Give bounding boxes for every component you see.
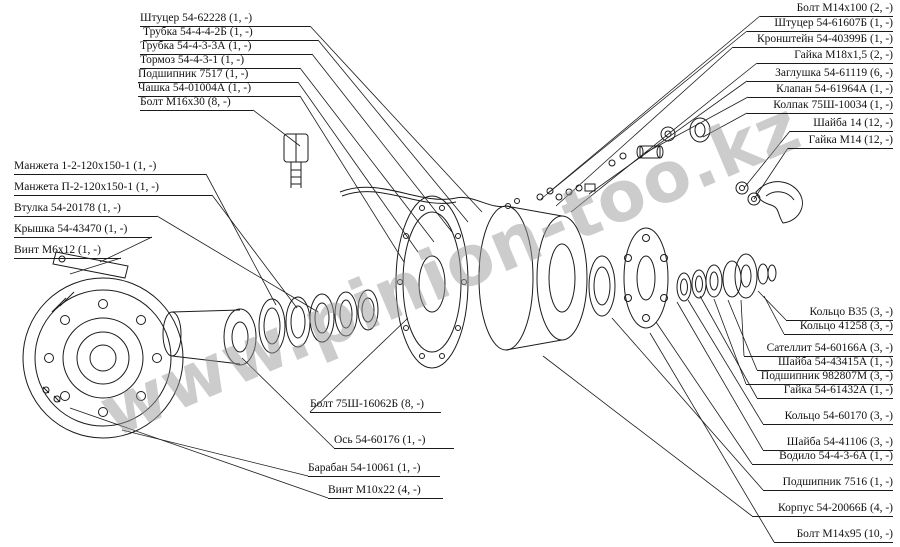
- part-label: Штуцер 54-61607Б (1, -): [747, 17, 893, 32]
- part-label: Тормоз 54-4-3-1 (1, -): [140, 54, 300, 69]
- part-label: Шайба 54-41106 (3, -): [763, 436, 893, 451]
- part-label: Корпус 54-20066Б (4, -): [752, 502, 893, 517]
- part-label: Манжета 1-2-120х150-1 (1, -): [14, 160, 206, 175]
- part-label: Кольцо В35 (3, -): [786, 306, 893, 321]
- part-label: Колпак 75Ш-10034 (1, -): [747, 99, 893, 114]
- bracket-drawing: [735, 181, 803, 224]
- part-label: Кронштейн 54-40399Б (1, -): [733, 33, 893, 48]
- part-label: Болт 75Ш-16062Б (8, -): [310, 398, 441, 413]
- part-label: Ось 54-60176 (1, -): [334, 434, 454, 449]
- part-label: Клапан 54-61964А (1, -): [748, 83, 893, 98]
- carrier-flange-drawing: [623, 227, 669, 329]
- part-label: Болт М14х95 (10, -): [774, 528, 893, 543]
- part-label: Барабан 54-10061 (1, -): [308, 462, 440, 477]
- part-label: Болт М14х100 (2, -): [760, 2, 893, 17]
- cover-drawing: [52, 251, 129, 279]
- valve-cap-drawing: [636, 117, 711, 159]
- washers-rings-drawing: [676, 264, 723, 302]
- part-label: Заглушка 54-61119 (6, -): [747, 67, 893, 82]
- part-label: Гайка М18х1,5 (2, -): [757, 49, 893, 64]
- part-label: Винт М6х12 (1, -): [14, 244, 121, 259]
- leader-lines: [69, 15, 791, 543]
- part-label: Кольцо 54-60170 (3, -): [763, 410, 893, 425]
- part-label: Манжета П-2-120х150-1 (1, -): [14, 181, 212, 196]
- bearing-drawing: [588, 255, 616, 317]
- part-label: Штуцер 54-62228 (1, -): [140, 12, 310, 27]
- part-label: Трубка 54-4-3-3А (1, -): [140, 40, 312, 55]
- part-label: Водило 54-4-3-6А (1, -): [752, 450, 893, 465]
- top-bolt-drawing: [283, 133, 309, 188]
- part-label: Шайба 14 (12, -): [790, 117, 893, 132]
- brake-drum-drawing: [22, 277, 184, 439]
- part-label: Шайба 54-43415А (1, -): [757, 356, 893, 371]
- part-label: Втулка 54-20178 (1, -): [14, 202, 157, 217]
- part-label: Кольцо 41258 (3, -): [784, 320, 893, 335]
- part-label: Чашка 54-01004А (1, -): [138, 82, 300, 97]
- seal-ring-stack-drawing: [258, 289, 379, 354]
- brake-plate-drawing: [395, 195, 469, 369]
- part-label: Крышка 54-43470 (1, -): [14, 223, 152, 238]
- part-label: Сателлит 54-60166А (3, -): [744, 342, 893, 357]
- part-label: Трубка 54-4-4-2Б (1, -): [143, 26, 318, 41]
- satellite-gear-drawing: [722, 253, 777, 299]
- hub-drawing: [478, 205, 588, 351]
- axle-gear-drawing: [162, 308, 257, 366]
- part-label: Винт М10х22 (4, -): [328, 484, 443, 499]
- part-label: Подшипник 7517 (1, -): [138, 68, 298, 83]
- part-label: Гайка М14 (12, -): [788, 134, 893, 149]
- part-label: Подшипник 7516 (1, -): [763, 476, 893, 491]
- screws-drawing: [42, 386, 61, 403]
- part-label: Болт М16х30 (8, -): [140, 96, 253, 111]
- small-fasteners-drawing: [536, 152, 627, 201]
- part-label: Подшипник 982807М (3, -): [746, 370, 893, 385]
- brake-tube-drawing: [339, 186, 520, 209]
- part-label: Гайка 54-61432А (1, -): [757, 384, 893, 399]
